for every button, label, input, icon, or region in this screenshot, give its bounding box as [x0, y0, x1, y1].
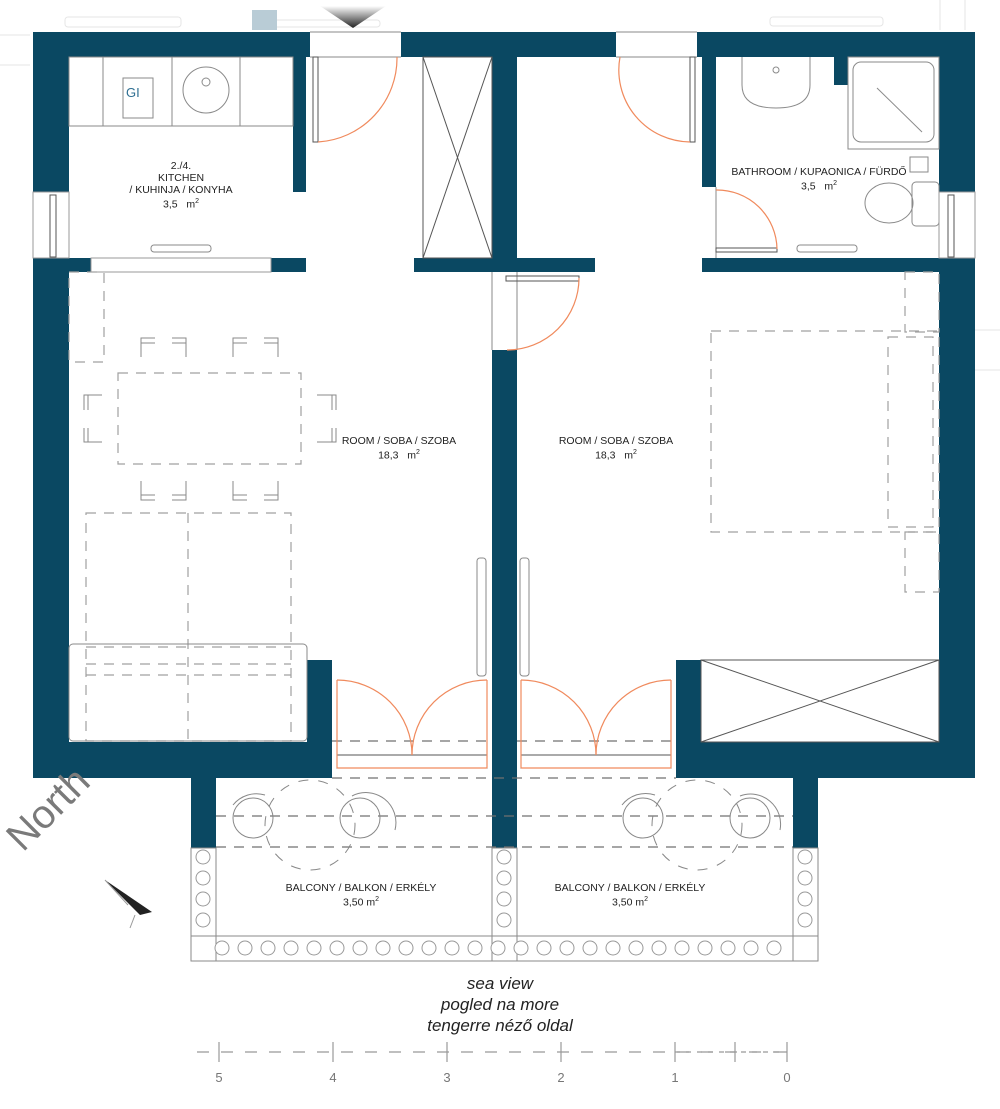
room-label-room-left: ROOM / SOBA / SZOBA 18,3 m2 [342, 435, 456, 462]
kitchen-counter: GI [68, 56, 294, 127]
room-name: BALCONY / BALKON / ERKÉLY [554, 882, 706, 894]
room-area: 3,5 m2 [162, 198, 200, 211]
wardrobe-right [700, 659, 940, 743]
room-area: 18,3 m2 [378, 449, 420, 462]
room-label-balcony-right: BALCONY / BALKON / ERKÉLY 3,50 m2 [555, 882, 706, 909]
radiator-icon [519, 557, 530, 677]
room-label-room-right: ROOM / SOBA / SZOBA 18,3 m2 [559, 435, 673, 462]
room-name-alt: / KUHINJA / KONYHA [129, 184, 233, 196]
radiator-icon [476, 557, 487, 677]
shower-icon [847, 56, 940, 150]
entrance-door-right[interactable] [616, 31, 697, 143]
room-label-balcony-left: BALCONY / BALKON / ERKÉLY 3,50 m2 [286, 882, 437, 909]
room-area: 3,50 m2 [611, 896, 649, 909]
vent-icon [252, 10, 277, 30]
bathroom-fixtures [741, 56, 940, 253]
balcony-furniture [232, 779, 782, 871]
view-line-3: tengerre néző oldal [427, 1016, 573, 1035]
view-line-2: pogled na more [440, 995, 560, 1014]
bathroom-window[interactable] [938, 191, 976, 259]
sink-icon [182, 66, 230, 114]
room-area: 3,50 m2 [342, 896, 380, 909]
entrance-door-left[interactable] [310, 31, 401, 143]
room-name: ROOM / SOBA / SZOBA [341, 435, 457, 447]
scale-label: 5 [215, 1070, 223, 1085]
room-number: 2./4. [170, 160, 192, 172]
radiator-icon [150, 244, 212, 253]
balcony-area [190, 815, 819, 962]
room-name: ROOM / SOBA / SZOBA [558, 435, 674, 447]
wardrobe-left [422, 56, 493, 259]
svg-text:GI: GI [126, 85, 140, 100]
scale-label: 3 [443, 1070, 451, 1085]
view-line-1: sea view [466, 974, 534, 993]
dining-table [117, 372, 302, 465]
dining-set [68, 271, 337, 501]
entrance-marker-icon [320, 6, 386, 28]
room-name: BALCONY / BALKON / ERKÉLY [285, 882, 437, 894]
kitchen-window-left[interactable] [32, 191, 70, 259]
radiator-icon [796, 244, 858, 253]
north-arrow-icon [104, 879, 152, 929]
balcony-door-left[interactable] [332, 679, 492, 778]
room-name: BATHROOM / KUPAONICA / FÜRDŐ [731, 166, 907, 178]
scale-label: 1 [671, 1070, 679, 1085]
kitchen-opening [90, 257, 272, 273]
scale-label: 4 [329, 1070, 337, 1085]
washbasin-icon [741, 57, 811, 109]
room-area: 18,3 m2 [595, 449, 637, 462]
sofa-bed [68, 512, 308, 742]
room-label-kitchen: 2./4. KITCHEN / KUHINJA / KONYHA 3,5 m2 [129, 160, 232, 211]
balcony-railing [195, 849, 813, 956]
toilet-icon [864, 182, 914, 224]
bathroom-door[interactable] [702, 187, 778, 258]
view-caption: sea view pogled na more tengerre néző ol… [427, 973, 573, 1036]
room-area: 3,5 m2 [800, 180, 838, 193]
scale-bar [197, 1042, 788, 1062]
scale-label: 2 [557, 1070, 565, 1085]
room-label-bathroom: BATHROOM / KUPAONICA / FÜRDŐ 3,5 m2 [731, 166, 906, 193]
floor-drain-icon [909, 156, 929, 173]
double-bed [710, 271, 940, 593]
room-right-door[interactable] [491, 272, 580, 351]
scale-label: 0 [783, 1070, 791, 1085]
walls [33, 32, 975, 848]
room-name: KITCHEN [157, 172, 205, 184]
balcony-door-right[interactable] [517, 679, 676, 778]
